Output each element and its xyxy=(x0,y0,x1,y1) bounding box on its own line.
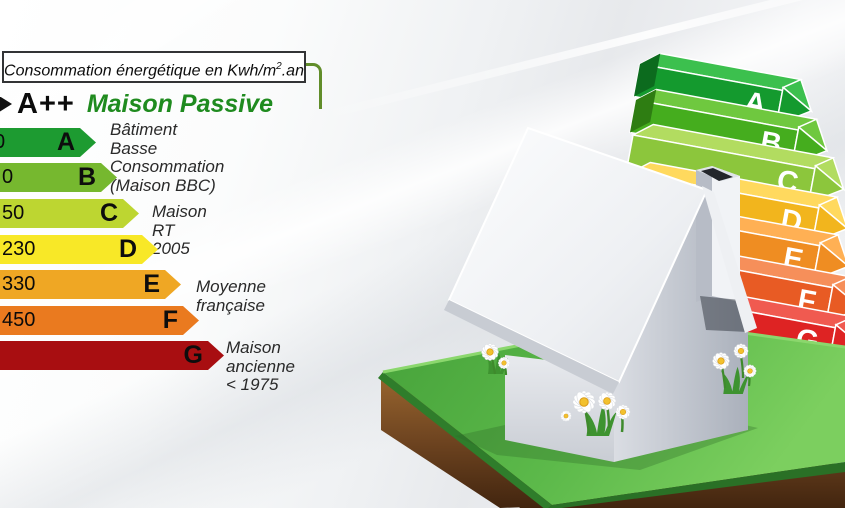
scale-row-e: 330 E Moyenne française xyxy=(0,270,266,314)
flower-cluster-left xyxy=(480,342,511,376)
flower-cluster-right xyxy=(711,342,758,394)
passive-house-label: Maison Passive xyxy=(86,89,274,118)
bar-letter: E xyxy=(143,270,160,298)
chimney-shadow xyxy=(700,296,748,332)
roof-fascia xyxy=(444,300,619,394)
scale-row-g: G Maison ancienne < 1975 xyxy=(0,338,295,394)
title-box: Consommation énergétique en Kwh/m2.an xyxy=(2,51,306,83)
roof-ridge-cap xyxy=(702,186,757,333)
bar-letter: B xyxy=(77,163,96,191)
scale-row-c: 50 C Maison RT 2005 xyxy=(0,199,207,258)
bar-value: 50 xyxy=(2,202,25,224)
bar-value: 0 xyxy=(2,166,14,188)
bar-note: Maison RT 2005 xyxy=(152,202,207,258)
bar-note: Maison ancienne < 1975 xyxy=(226,338,296,394)
title-suffix: .an xyxy=(281,62,304,80)
grass-lip-right xyxy=(548,462,845,508)
bar-g: G xyxy=(0,341,224,370)
bar-value: 330 xyxy=(2,273,36,295)
scale-row-a: 0 A Bâtiment Basse Consommation (Maison … xyxy=(0,120,224,194)
bar-c: 50 C xyxy=(0,199,139,228)
house xyxy=(444,126,757,462)
rating-row-a-plus-plus: A++ Maison Passive xyxy=(0,88,273,120)
grass-lip-left xyxy=(378,372,552,508)
title-superscript: 2 xyxy=(276,61,282,72)
bar-value: 0 xyxy=(0,128,5,157)
energy-arrow-3d-a: A xyxy=(633,52,813,127)
connector-line xyxy=(306,63,322,109)
bar-e: 330 E xyxy=(0,270,181,299)
bar-f: 450 F xyxy=(0,306,199,335)
scale-row-f: 450 F xyxy=(0,306,199,335)
title-text: Consommation énergétique en Kwh/m xyxy=(4,62,277,80)
bar-note: Bâtiment Basse Consommation (Maison BBC) xyxy=(110,120,225,195)
bar-letter: F xyxy=(162,306,178,334)
bar-note: Moyenne française xyxy=(196,277,266,315)
rating-a-plus-plus: A++ xyxy=(17,87,75,120)
chimney-opening xyxy=(701,168,733,181)
bar-value: 230 xyxy=(2,238,36,260)
flower-cluster-center xyxy=(559,389,632,436)
bar-letter: G xyxy=(183,341,203,369)
scale-row-b: 0 B xyxy=(0,163,117,192)
bar-letter: D xyxy=(118,235,137,263)
bar-letter: C xyxy=(99,199,118,227)
arrow-icon xyxy=(0,96,12,112)
bar-letter: A xyxy=(56,128,75,156)
scale-row-d: 230 D xyxy=(0,235,158,264)
bar-a: 0 A xyxy=(0,128,96,157)
bar-b: 0 B xyxy=(0,163,117,192)
bar-d: 230 D xyxy=(0,235,158,264)
bar-value: 450 xyxy=(2,309,36,331)
